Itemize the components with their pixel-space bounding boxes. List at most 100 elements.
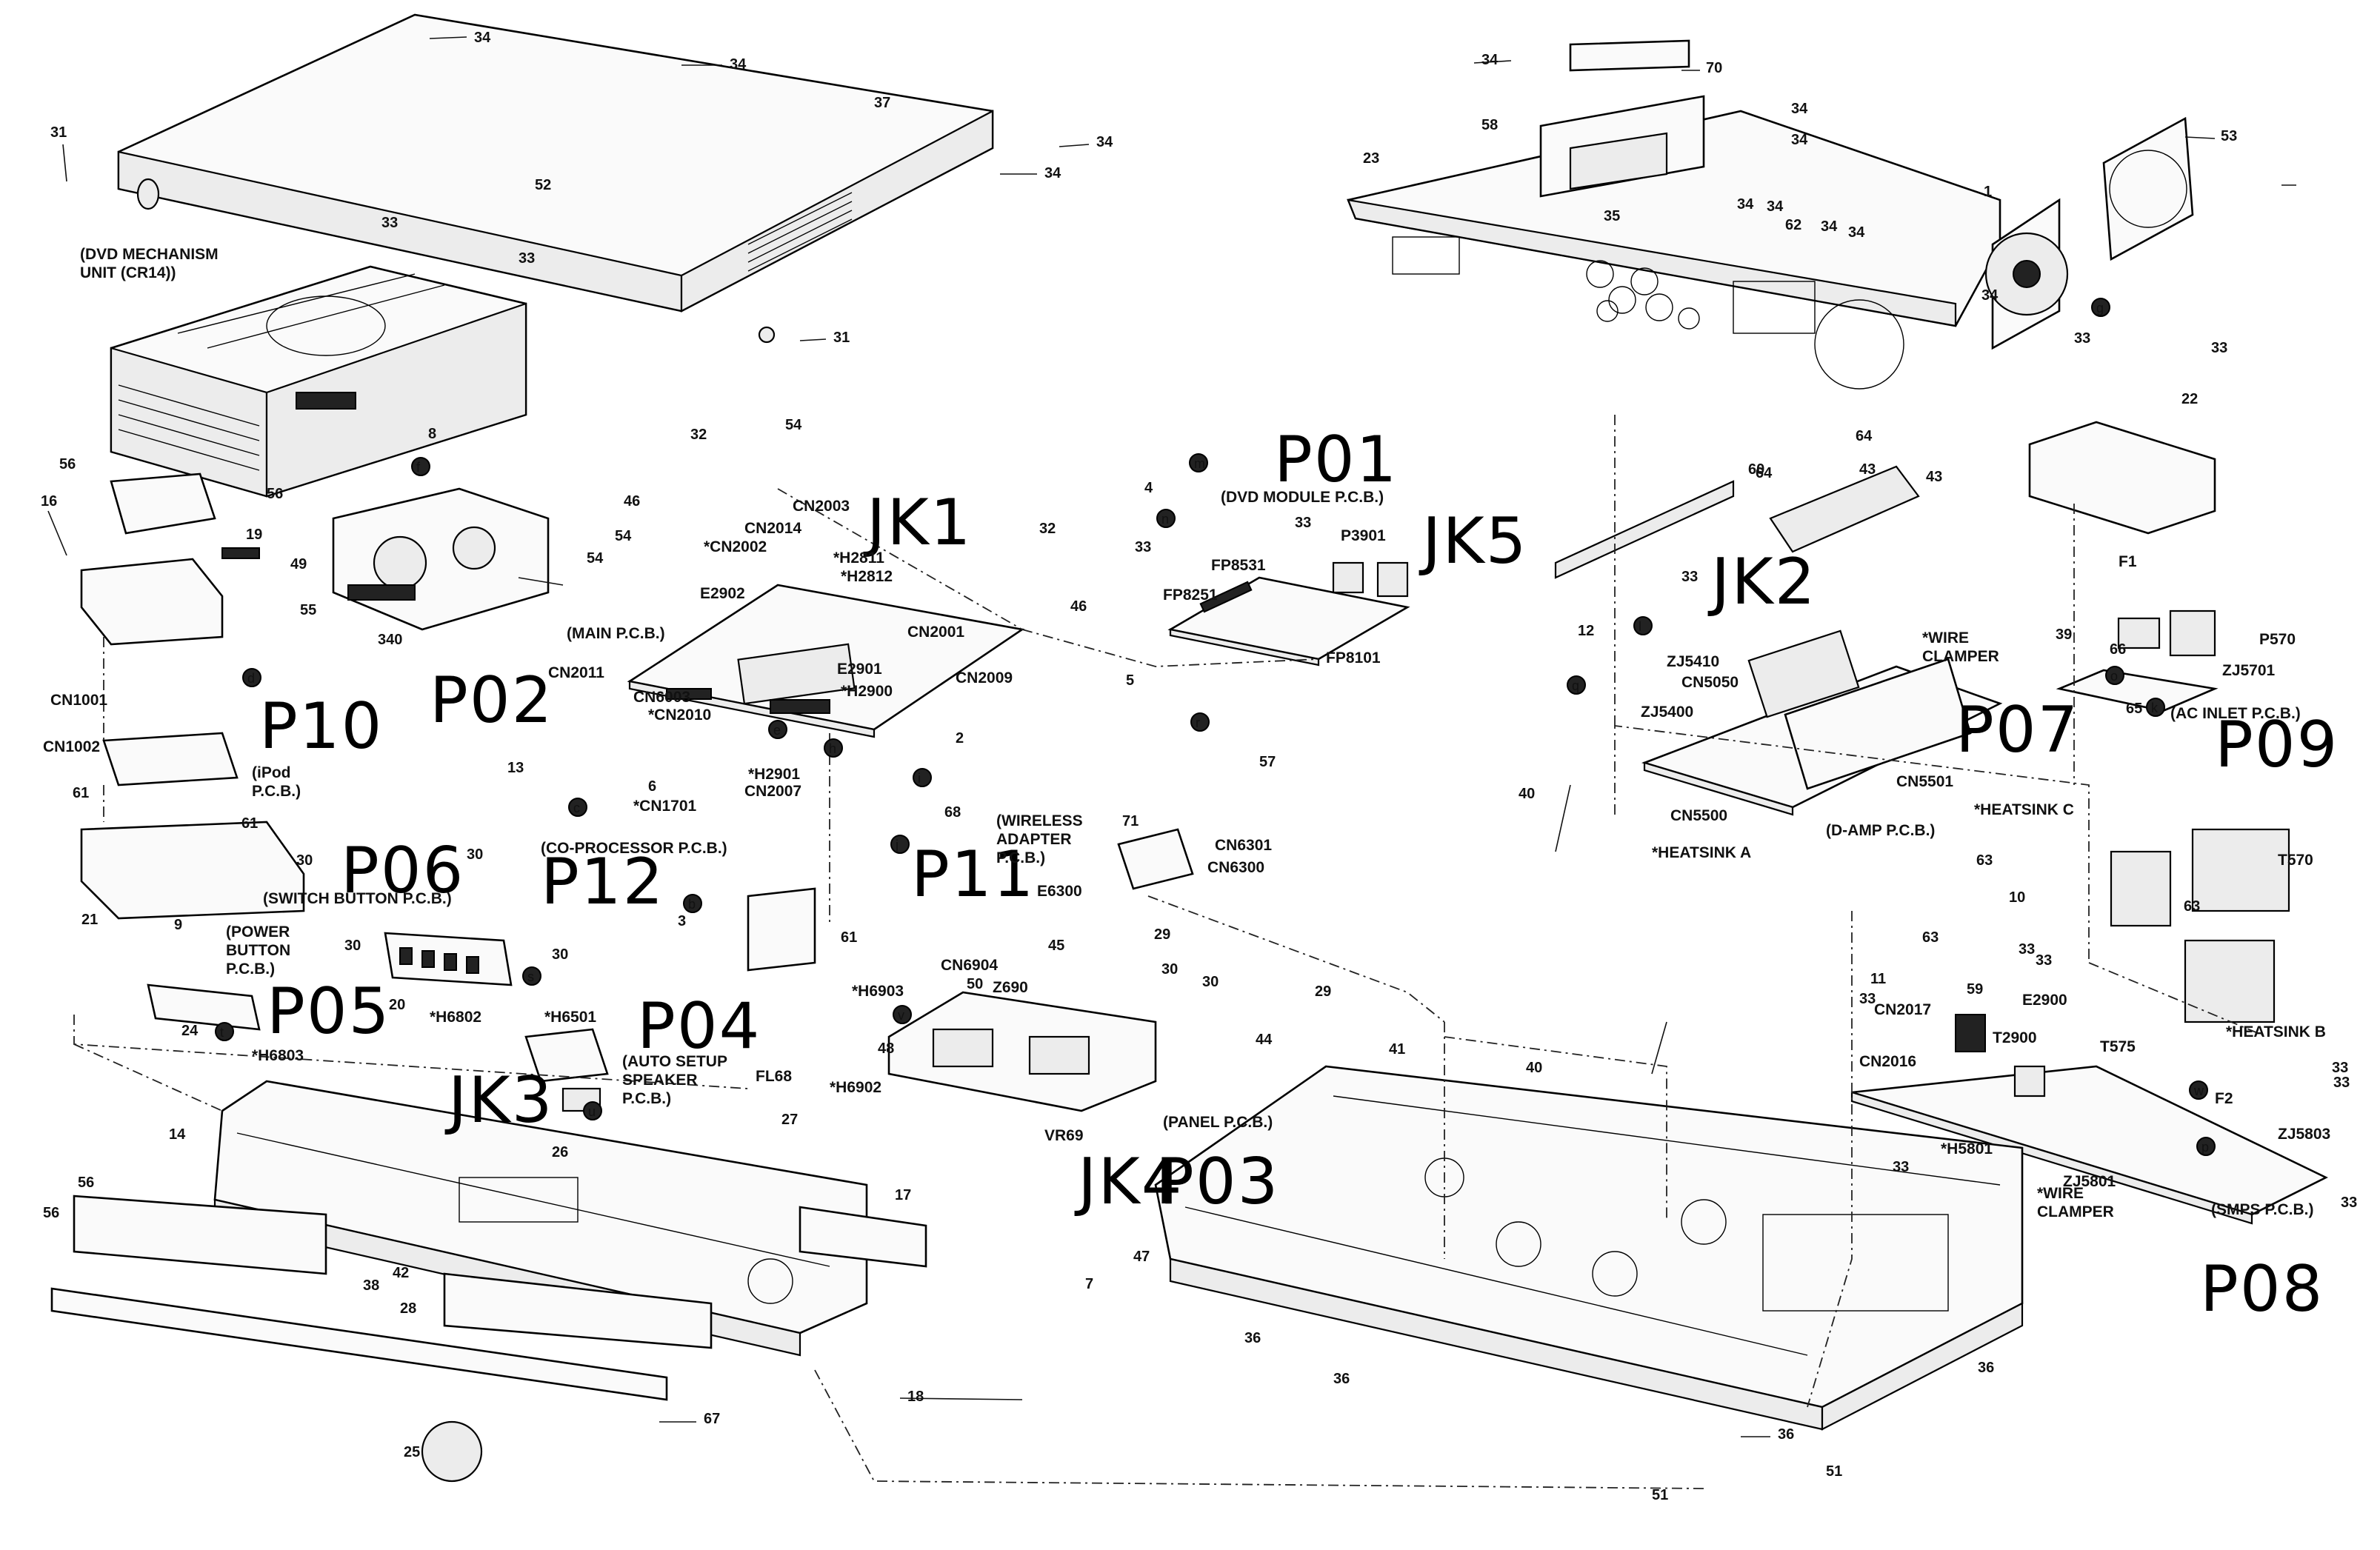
smps-pcb <box>1850 828 2328 1225</box>
marker: f <box>411 457 430 476</box>
part-number: 34 <box>730 56 747 73</box>
label: UNIT (CR14)) <box>80 264 176 281</box>
part-number: 53 <box>2221 128 2237 144</box>
label: *H6803 <box>252 1047 304 1064</box>
svg-text:e: e <box>773 723 781 738</box>
part-number: 36 <box>1333 1371 1350 1387</box>
label: *H2900 <box>841 683 893 700</box>
label: P.C.B.) <box>996 849 1045 866</box>
label: T570 <box>2278 852 2313 869</box>
part-number: 34 <box>1767 198 1784 215</box>
part-number: 22 <box>2181 391 2198 407</box>
svg-text:m: m <box>1194 456 1205 471</box>
label: (D-AMP P.C.B.) <box>1826 822 1935 839</box>
svg-text:c: c <box>573 801 580 815</box>
marker: j <box>890 835 910 854</box>
label: T575 <box>2100 1038 2136 1055</box>
marker: e <box>768 720 787 739</box>
label: (CO-PROCESSOR P.C.B.) <box>541 840 727 857</box>
part-number: 40 <box>1526 1060 1542 1076</box>
part-number: 34 <box>1791 132 1808 148</box>
label: BUTTON <box>226 942 290 959</box>
part-number: 33 <box>2019 941 2035 958</box>
hand-label-p04: P04 <box>637 989 761 1063</box>
part-number: 50 <box>967 976 983 992</box>
part-number: 31 <box>50 124 67 141</box>
part-number: 59 <box>1967 981 1983 998</box>
part-number: 14 <box>169 1126 186 1143</box>
part-number: 49 <box>290 556 307 572</box>
label: FP8101 <box>1326 649 1381 667</box>
label: *H5801 <box>1941 1140 1993 1158</box>
part-number: 48 <box>878 1040 894 1057</box>
label: VR69 <box>1044 1127 1084 1144</box>
label: (AC INLET P.C.B.) <box>2170 705 2301 722</box>
part-number: 40 <box>1519 786 1535 802</box>
handwritten-board-labels: P01 P02 P03 P04 P05 P06 P07 P08 P09 P10 … <box>259 423 2337 1326</box>
part-number: 54 <box>587 550 604 567</box>
part-number: 4 <box>1144 480 1153 496</box>
label: FL68 <box>756 1068 792 1085</box>
part-number: 8 <box>428 426 436 442</box>
hand-label-p08: P08 <box>2200 1252 2324 1326</box>
part-number: 42 <box>393 1265 409 1281</box>
label: (PANEL P.C.B.) <box>1163 1114 1273 1131</box>
svg-text:p: p <box>2201 1140 2209 1155</box>
label: P570 <box>2259 631 2296 648</box>
part-number: 54 <box>785 417 802 433</box>
part-number: 37 <box>874 95 890 111</box>
rear-panel <box>1347 39 2001 390</box>
svg-text:q: q <box>1572 678 1579 693</box>
part-number: 34 <box>1981 287 1999 304</box>
marker: w <box>2189 1080 2208 1100</box>
part-number: 2 <box>956 730 964 746</box>
part-number: 63 <box>2184 898 2200 915</box>
marker: q <box>1567 675 1586 695</box>
part-number: 19 <box>246 527 262 543</box>
label: ZJ5803 <box>2278 1126 2330 1143</box>
hand-label-p12: P12 <box>541 845 664 919</box>
label: *H2811 <box>833 549 884 567</box>
part-number: 33 <box>2332 1060 2348 1076</box>
dvd-loader-mechanism <box>332 487 564 631</box>
d-amp-pcb <box>1554 465 2003 816</box>
marker: o <box>2105 666 2124 685</box>
label: ZJ5400 <box>1641 704 1693 721</box>
marker: c <box>568 798 587 817</box>
hand-label-jk4: JK4 <box>1074 1145 1183 1219</box>
part-number: 24 <box>181 1023 199 1039</box>
part-number: 34 <box>474 30 491 46</box>
part-number: 43 <box>1859 461 1876 478</box>
part-number: 64 <box>1856 428 1873 444</box>
hand-label-jk2: JK2 <box>1707 545 1816 619</box>
label: Z690 <box>993 979 1028 996</box>
label: *H2901 <box>748 766 800 783</box>
part-number: 57 <box>1259 754 1276 770</box>
part-number: 71 <box>1122 813 1139 829</box>
label: CN5050 <box>1681 674 1739 691</box>
part-number: 33 <box>2036 952 2052 969</box>
label: P.C.B.) <box>252 783 301 800</box>
part-number: 36 <box>1978 1360 1994 1376</box>
part-number: 47 <box>1133 1249 1150 1265</box>
part-number: 51 <box>1826 1463 1842 1480</box>
part-number: 55 <box>300 602 316 618</box>
auto-setup-speaker-pcb <box>524 1028 609 1112</box>
label: CN5500 <box>1670 807 1727 824</box>
part-number: 56 <box>59 456 76 472</box>
label: CN2009 <box>956 669 1013 687</box>
label: *HEATSINK B <box>2226 1023 2326 1040</box>
svg-text:v: v <box>898 1008 904 1023</box>
part-number: 13 <box>507 760 524 776</box>
label: (WIRELESS <box>996 812 1083 829</box>
marker: v <box>893 1005 912 1024</box>
svg-text:f: f <box>416 460 421 475</box>
svg-text:i: i <box>918 771 921 786</box>
front-panel <box>50 1080 927 1483</box>
printed-labels: (DVD MECHANISM UNIT (CR14)) (MAIN P.C.B.… <box>43 246 2330 1220</box>
wireless-adapter-pcb <box>747 828 1194 972</box>
part-number: 33 <box>519 250 535 267</box>
connector-markers: m n f d c e h i j r b g p s t u v l q o … <box>215 298 2216 1156</box>
part-number: 5 <box>1126 672 1134 689</box>
